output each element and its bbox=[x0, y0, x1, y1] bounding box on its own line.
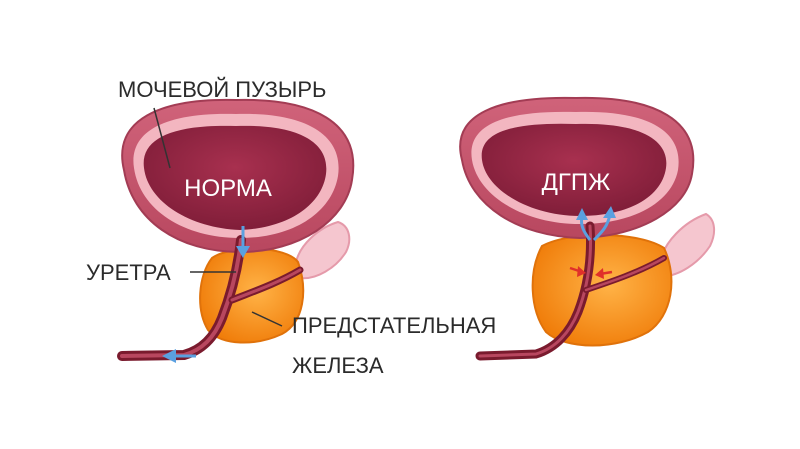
urethra-lumen bbox=[120, 238, 243, 358]
label-bladder: МОЧЕВОЙ ПУЗЫРЬ bbox=[118, 77, 326, 102]
leader-bladder bbox=[153, 107, 171, 169]
panel-title-bph: ДГПЖ bbox=[542, 169, 611, 196]
compression-arrow-icon bbox=[569, 266, 586, 277]
leader-prostate bbox=[251, 311, 283, 327]
label-urethra: УРЕТРА bbox=[86, 260, 171, 285]
prostate-enlarged bbox=[531, 234, 673, 347]
bladder-lumen bbox=[143, 125, 327, 230]
panel-bph: ДГПЖ bbox=[459, 96, 716, 361]
leader-lines bbox=[153, 107, 283, 327]
seminal-vesicle bbox=[658, 212, 716, 278]
compression-arrow-icon bbox=[595, 268, 613, 279]
seminal-vesicle bbox=[294, 220, 351, 280]
flow-arrow-icon bbox=[592, 206, 616, 242]
bladder-lumen bbox=[481, 123, 667, 216]
label-prostate-line2: ЖЕЛЕЗА bbox=[292, 353, 384, 378]
label-prostate-line1: ПРЕДСТАТЕЛЬНАЯ bbox=[292, 313, 496, 338]
panel-normal: НОРМА bbox=[117, 98, 355, 363]
flow-arrow-icon bbox=[162, 349, 196, 363]
panel-title-normal: НОРМА bbox=[184, 175, 272, 202]
flow-arrow-icon bbox=[236, 226, 250, 258]
flow-arrow-icon bbox=[576, 208, 592, 241]
